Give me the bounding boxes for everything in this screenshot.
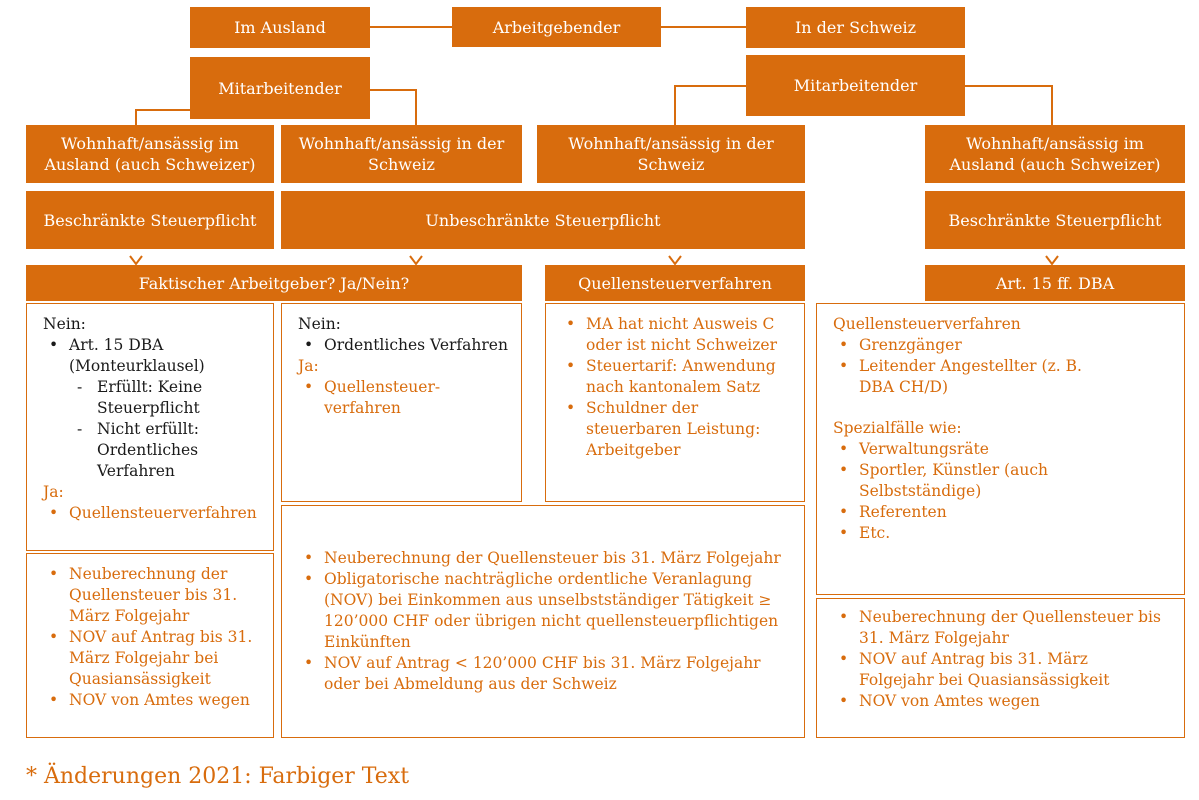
list-item: NOV auf Antrag bis 31. März Folgejahr be… bbox=[43, 627, 265, 690]
swiss-resident-details: Nein: Ordentliches Verfahren Ja: Quellen… bbox=[281, 303, 522, 502]
list-item: MA hat nicht Ausweis C oder ist nicht Sc… bbox=[560, 314, 782, 356]
limited-liability-right: Beschränkte Steuerpflicht bbox=[925, 191, 1185, 249]
limited-liability-left: Beschränkte Steuerpflicht bbox=[26, 191, 274, 249]
list-item: Obligatorische nachträgliche ordentliche… bbox=[298, 569, 790, 653]
list-item: Grenzgänger bbox=[833, 335, 1104, 356]
list-item: Schuldner der steuerbaren Leistung: Arbe… bbox=[560, 398, 782, 461]
dba-article-box: Art. 15 ff. DBA bbox=[925, 265, 1185, 301]
changes-list: Neuberechnung der Quellensteuer bis 31. … bbox=[43, 564, 265, 711]
changes-list: Neuberechnung der Quellensteuer bis 31. … bbox=[833, 607, 1164, 712]
residence-switzerland-left: Wohnhaft/ansässig in der Schweiz bbox=[281, 125, 522, 183]
list-item: Art. 15 DBA (Monteurklausel) bbox=[43, 335, 265, 377]
list-item: Erfüllt: Keine Steuerpflicht bbox=[43, 377, 265, 419]
list-item: Quellensteuer-verfahren bbox=[298, 377, 513, 419]
list-item: Leitender Angestellter (z. B. DBA CH/D) bbox=[833, 356, 1104, 398]
de-facto-employer-box: Faktischer Arbeitgeber? Ja/Nein? bbox=[26, 265, 522, 301]
withholding-tax-details: MA hat nicht Ausweis C oder ist nicht Sc… bbox=[545, 303, 805, 502]
footnote: * Änderungen 2021: Farbiger Text bbox=[26, 764, 410, 789]
nein-label: Nein: bbox=[298, 315, 341, 333]
list-item: Neuberechnung der Quellensteuer bis 31. … bbox=[298, 548, 790, 569]
nein-label: Nein: bbox=[43, 315, 86, 333]
changes-list: Neuberechnung der Quellensteuer bis 31. … bbox=[298, 548, 790, 695]
list-item: Verwaltungsräte bbox=[833, 439, 1064, 460]
employer-box: Arbeitgebender bbox=[452, 7, 661, 47]
dba-changes: Neuberechnung der Quellensteuer bis 31. … bbox=[816, 598, 1185, 738]
dba-details: Quellensteuerverfahren Grenzgänger Leite… bbox=[816, 303, 1185, 595]
list-item: Steuertarif: Anwendung nach kantonalem S… bbox=[560, 356, 782, 398]
list-item: Ordentliches Verfahren bbox=[298, 335, 513, 356]
employee-right-box: Mitarbeitender bbox=[746, 55, 965, 116]
list-item: Neuberechnung der Quellensteuer bis 31. … bbox=[43, 564, 265, 627]
special-cases-heading: Spezialfälle wie: bbox=[833, 419, 962, 437]
list-item: Sportler, Künstler (auch Selbstständige) bbox=[833, 460, 1064, 502]
withholding-heading: Quellensteuerverfahren bbox=[833, 315, 1021, 333]
withholding-list: MA hat nicht Ausweis C oder ist nicht Sc… bbox=[560, 314, 782, 461]
residence-abroad-right: Wohnhaft/ansässig im Ausland (auch Schwe… bbox=[925, 125, 1185, 183]
nein-list: Ordentliches Verfahren bbox=[298, 335, 513, 356]
abroad-resident-changes: Neuberechnung der Quellensteuer bis 31. … bbox=[26, 553, 274, 738]
withholding-list: Grenzgänger Leitender Angestellter (z. B… bbox=[833, 335, 1164, 398]
list-item: Etc. bbox=[833, 523, 1064, 544]
list-item: Nicht erfüllt: Ordentliches Verfahren bbox=[43, 419, 265, 482]
employee-left-box: Mitarbeitender bbox=[190, 57, 370, 119]
list-item: Neuberechnung der Quellensteuer bis 31. … bbox=[833, 607, 1164, 649]
withholding-tax-procedure-box: Quellensteuerverfahren bbox=[545, 265, 805, 301]
ja-list: Quellensteuerverfahren bbox=[43, 503, 265, 524]
ja-label: Ja: bbox=[298, 357, 319, 375]
residence-abroad-left: Wohnhaft/ansässig im Ausland (auch Schwe… bbox=[26, 125, 274, 183]
nein-list: Art. 15 DBA (Monteurklausel) Erfüllt: Ke… bbox=[43, 335, 265, 482]
list-item: NOV von Amtes wegen bbox=[833, 691, 1164, 712]
ja-label: Ja: bbox=[43, 483, 64, 501]
list-item: NOV auf Antrag bis 31. März Folgejahr be… bbox=[833, 649, 1164, 691]
ja-list: Quellensteuer-verfahren bbox=[298, 377, 513, 419]
abroad-resident-details: Nein: Art. 15 DBA (Monteurklausel) Erfül… bbox=[26, 303, 274, 551]
list-item: NOV von Amtes wegen bbox=[43, 690, 265, 711]
unlimited-liability: Unbeschränkte Steuerpflicht bbox=[281, 191, 805, 249]
list-item: Referenten bbox=[833, 502, 1064, 523]
employer-switzerland-box: In der Schweiz bbox=[746, 7, 965, 48]
special-cases-list: Verwaltungsräte Sportler, Künstler (auch… bbox=[833, 439, 1164, 544]
unlimited-liability-changes: Neuberechnung der Quellensteuer bis 31. … bbox=[281, 505, 805, 738]
list-item: NOV auf Antrag < 120’000 CHF bis 31. Mär… bbox=[298, 653, 790, 695]
employer-abroad-box: Im Ausland bbox=[190, 7, 370, 48]
residence-switzerland-right: Wohnhaft/ansässig in der Schweiz bbox=[537, 125, 805, 183]
list-item: Quellensteuerverfahren bbox=[43, 503, 265, 524]
